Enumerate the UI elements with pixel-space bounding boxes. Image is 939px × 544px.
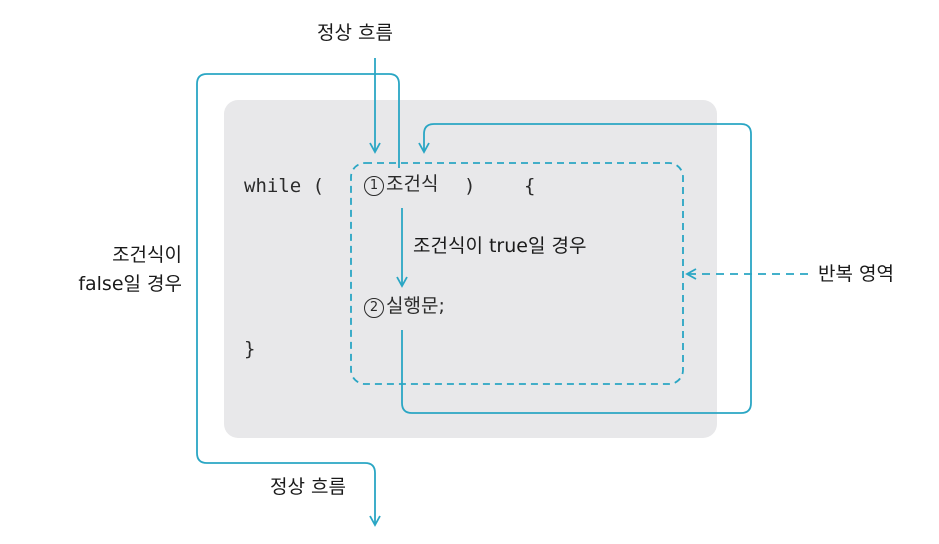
- normal-flow-top-label: 정상 흐름: [317, 22, 393, 44]
- repeat-region-box: [350, 162, 684, 385]
- step-1-badge: 1: [364, 176, 384, 196]
- false-path-line: [196, 73, 400, 527]
- repeat-area-label: 반복 영역: [818, 263, 894, 285]
- step-2-badge: 2: [364, 298, 384, 318]
- code-while-open: while (: [244, 175, 325, 197]
- normal-flow-bottom-label: 정상 흐름: [270, 476, 346, 498]
- code-condition: 조건식: [386, 173, 439, 195]
- code-statement: 실행문;: [386, 295, 445, 317]
- false-case-label-line1: 조건식이: [112, 244, 182, 266]
- true-case-label: 조건식이 true일 경우: [413, 235, 587, 257]
- code-area-box: [224, 100, 717, 438]
- false-case-label-line2: false일 경우: [78, 273, 182, 295]
- code-brace-open: {: [524, 175, 536, 197]
- code-brace-close: }: [244, 338, 256, 360]
- code-paren-close: ): [464, 175, 476, 197]
- loop-back-line: [401, 123, 752, 414]
